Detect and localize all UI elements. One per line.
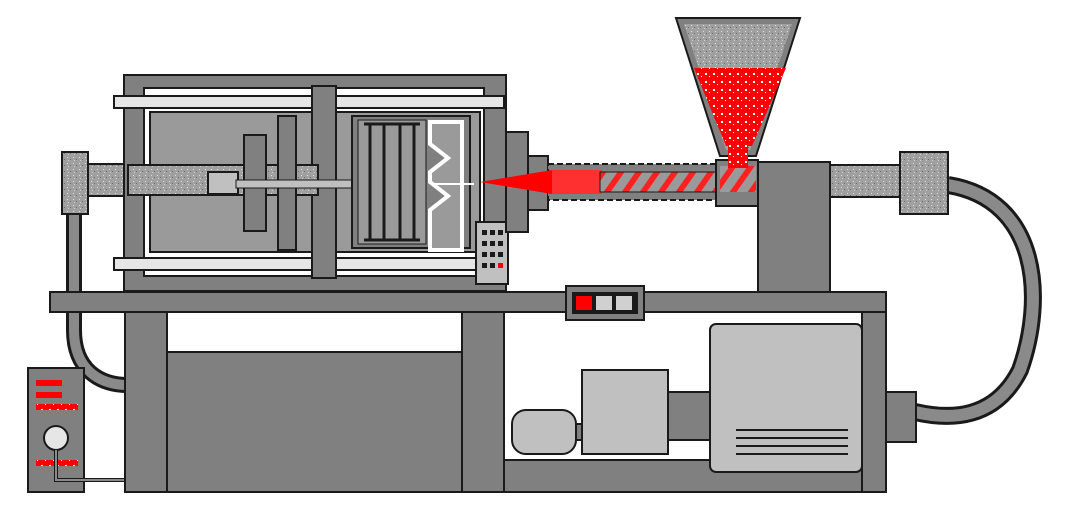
- motor-icon: [511, 369, 713, 455]
- rear-cylinder: [61, 151, 129, 215]
- display-icon: [565, 285, 645, 321]
- injection-support: [757, 151, 949, 293]
- mold-icon: [351, 115, 474, 252]
- machine-base: [49, 291, 887, 493]
- power-cabinet: [709, 323, 917, 473]
- hopper-icon: [674, 17, 802, 168]
- control-box-icon: [27, 367, 124, 493]
- left-hose: [66, 215, 129, 393]
- keypad-icon: [475, 221, 509, 285]
- hose-icon: [912, 176, 1042, 425]
- screw-icon: [480, 159, 759, 207]
